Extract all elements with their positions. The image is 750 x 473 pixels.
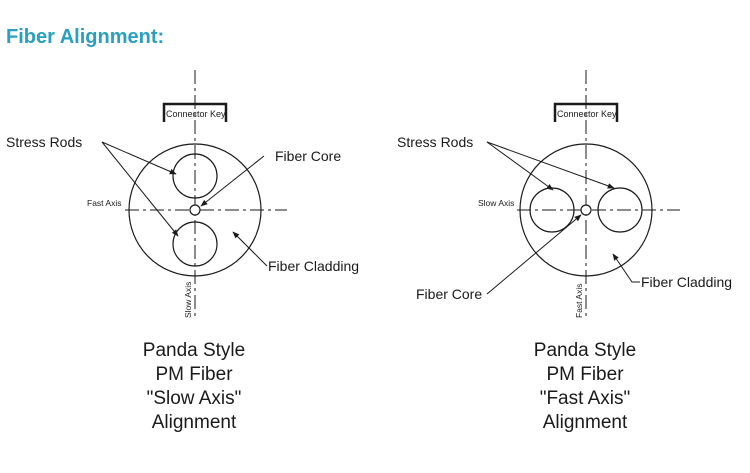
- right-connector-key-bracket: [553, 102, 619, 122]
- left-caption-line-3: "Slow Axis": [146, 388, 242, 409]
- left-stress-rod-bottom: [172, 221, 218, 267]
- right-fiber-core-leader: [486, 214, 582, 295]
- left-horizontal-axis-label: Fast Axis: [87, 198, 121, 208]
- right-stress-rods-label: Stress Rods: [397, 134, 473, 150]
- right-caption-line-1: Panda Style: [533, 340, 637, 361]
- left-diagram: [101, 70, 287, 320]
- left-caption: Panda Style PM Fiber "Slow Axis" Alignme…: [94, 339, 294, 435]
- right-fiber-cladding-leader: [612, 253, 640, 283]
- right-connector-key-label: Connector Key: [557, 109, 617, 119]
- left-fiber-cladding-label: Fiber Cladding: [268, 258, 359, 274]
- right-labels: Connector Key Stress Rods Fiber Core Fib…: [397, 109, 732, 318]
- right-horizontal-axis-label: Slow Axis: [478, 198, 514, 208]
- left-labels: Connector Key Stress Rods Fiber Core Fib…: [6, 109, 359, 318]
- left-caption-line-2: PM Fiber: [155, 364, 233, 385]
- left-caption-line-4: Alignment: [151, 412, 237, 433]
- left-fiber-cladding: [128, 143, 262, 277]
- left-connector-key-bracket: [162, 102, 228, 122]
- left-stress-rods-leader-1: [101, 141, 177, 175]
- right-caption-line-2: PM Fiber: [546, 364, 624, 385]
- right-vertical-axis-label: Fast Axis: [574, 284, 584, 318]
- left-stress-rod-top: [172, 153, 218, 199]
- left-fiber-cladding-leader: [232, 231, 268, 267]
- left-fiber-core-leader: [200, 155, 265, 207]
- left-fiber-core-label: Fiber Core: [275, 148, 341, 164]
- right-fiber-core: [580, 204, 592, 216]
- left-caption-line-1: Panda Style: [142, 340, 246, 361]
- left-stress-rods-label: Stress Rods: [6, 134, 82, 150]
- right-fiber-cladding: [519, 143, 653, 277]
- right-stress-rods-leader-1: [486, 141, 554, 191]
- right-fiber-cladding-label: Fiber Cladding: [641, 274, 732, 290]
- left-fiber-core: [189, 204, 201, 216]
- right-caption: Panda Style PM Fiber "Fast Axis" Alignme…: [485, 339, 685, 435]
- left-stress-rods-leader-2: [101, 141, 179, 237]
- left-connector-key-label: Connector Key: [166, 109, 226, 119]
- right-caption-line-4: Alignment: [542, 412, 628, 433]
- right-caption-line-3: "Fast Axis": [539, 388, 631, 409]
- right-stress-rods-leader-2: [486, 141, 615, 189]
- page-title: Fiber Alignment:: [6, 26, 165, 48]
- right-stress-rod-right: [597, 187, 643, 233]
- left-vertical-axis-label: Slow Axis: [183, 282, 193, 318]
- right-fiber-core-label: Fiber Core: [416, 286, 482, 302]
- right-diagram: [486, 70, 680, 320]
